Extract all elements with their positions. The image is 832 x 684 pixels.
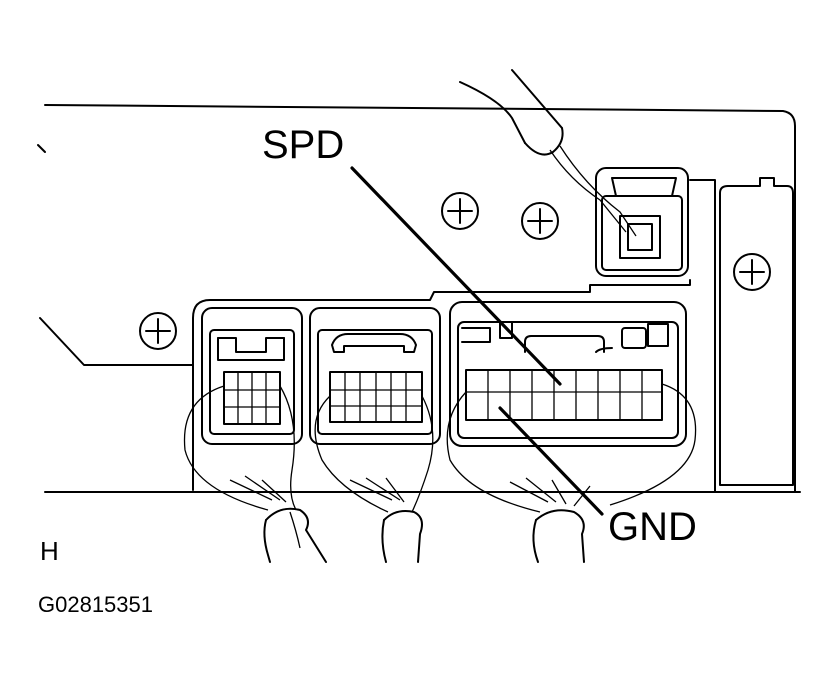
- side-bracket: [719, 177, 794, 486]
- connector-icon: [595, 167, 689, 277]
- wire-harness-icon: [314, 395, 434, 563]
- connector-icon: [309, 307, 441, 445]
- center-plate: [192, 179, 716, 493]
- spd-leader-line: [350, 166, 562, 386]
- figure-code: G02815351: [38, 592, 153, 617]
- wire-harness-icon: [446, 383, 697, 563]
- screw-icon: [441, 192, 479, 230]
- connector-icon: [449, 301, 687, 447]
- screw-icon: [733, 253, 771, 291]
- spd-label: SPD: [262, 123, 344, 167]
- gnd-leader-line: [498, 406, 604, 516]
- unit-housing: [37, 104, 801, 493]
- screw-icon: [521, 202, 559, 240]
- wire-harness-icon: [183, 385, 327, 563]
- probe-icon: [459, 69, 637, 237]
- view-letter: H: [40, 536, 59, 566]
- screw-icon: [139, 312, 177, 350]
- connector-icon: [201, 307, 303, 445]
- gnd-label: GND: [608, 505, 697, 549]
